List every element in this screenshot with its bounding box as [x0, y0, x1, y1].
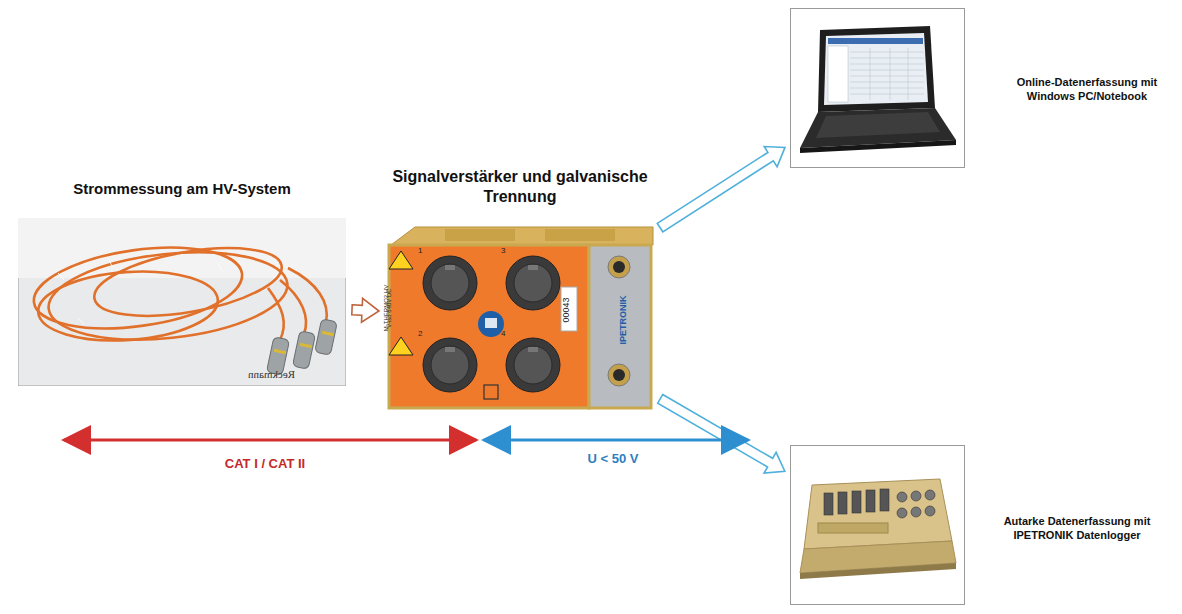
block-arrow [658, 395, 785, 474]
block-arrow [352, 298, 379, 322]
node-heading: Strommessung am HV-System [18, 180, 346, 199]
picture-node: Strommessung am HV-SystemReckmann [18, 218, 346, 386]
text-label: 3 [501, 246, 505, 255]
node-heading: Autarke Datenerfassung mit IPETRONIK Dat… [982, 515, 1172, 543]
node-heading: Signalverstärker und galvanische Trennun… [360, 167, 680, 207]
text-label: Reckmann [248, 368, 295, 380]
low-voltage-arrow [484, 439, 748, 442]
text-label: 4 [501, 329, 505, 338]
node-heading: Online-Datenerfassung mit Windows PC/Not… [998, 76, 1176, 104]
text-label: U < 50 V [588, 451, 639, 466]
block-arrow [657, 147, 785, 232]
text-label: 2 [418, 329, 422, 338]
text-label: V-iso 840V DC [386, 288, 392, 327]
laptop-picture [790, 8, 965, 168]
picture-node: Signalverstärker und galvanische Trennun… [385, 225, 655, 410]
amplifier-device [385, 225, 655, 410]
cable-photo [18, 218, 346, 386]
text-label: CAT I / CAT II [225, 456, 305, 471]
picture-node: Autarke Datenerfassung mit IPETRONIK Dat… [790, 445, 965, 605]
cat-range-arrow [64, 439, 476, 442]
text-label: 1 [418, 246, 422, 255]
text-label: 00043 [561, 297, 571, 322]
picture-node: Online-Datenerfassung mit Windows PC/Not… [790, 8, 965, 168]
datalogger-picture [790, 445, 965, 605]
text-label: IPETRONIK [618, 295, 628, 344]
